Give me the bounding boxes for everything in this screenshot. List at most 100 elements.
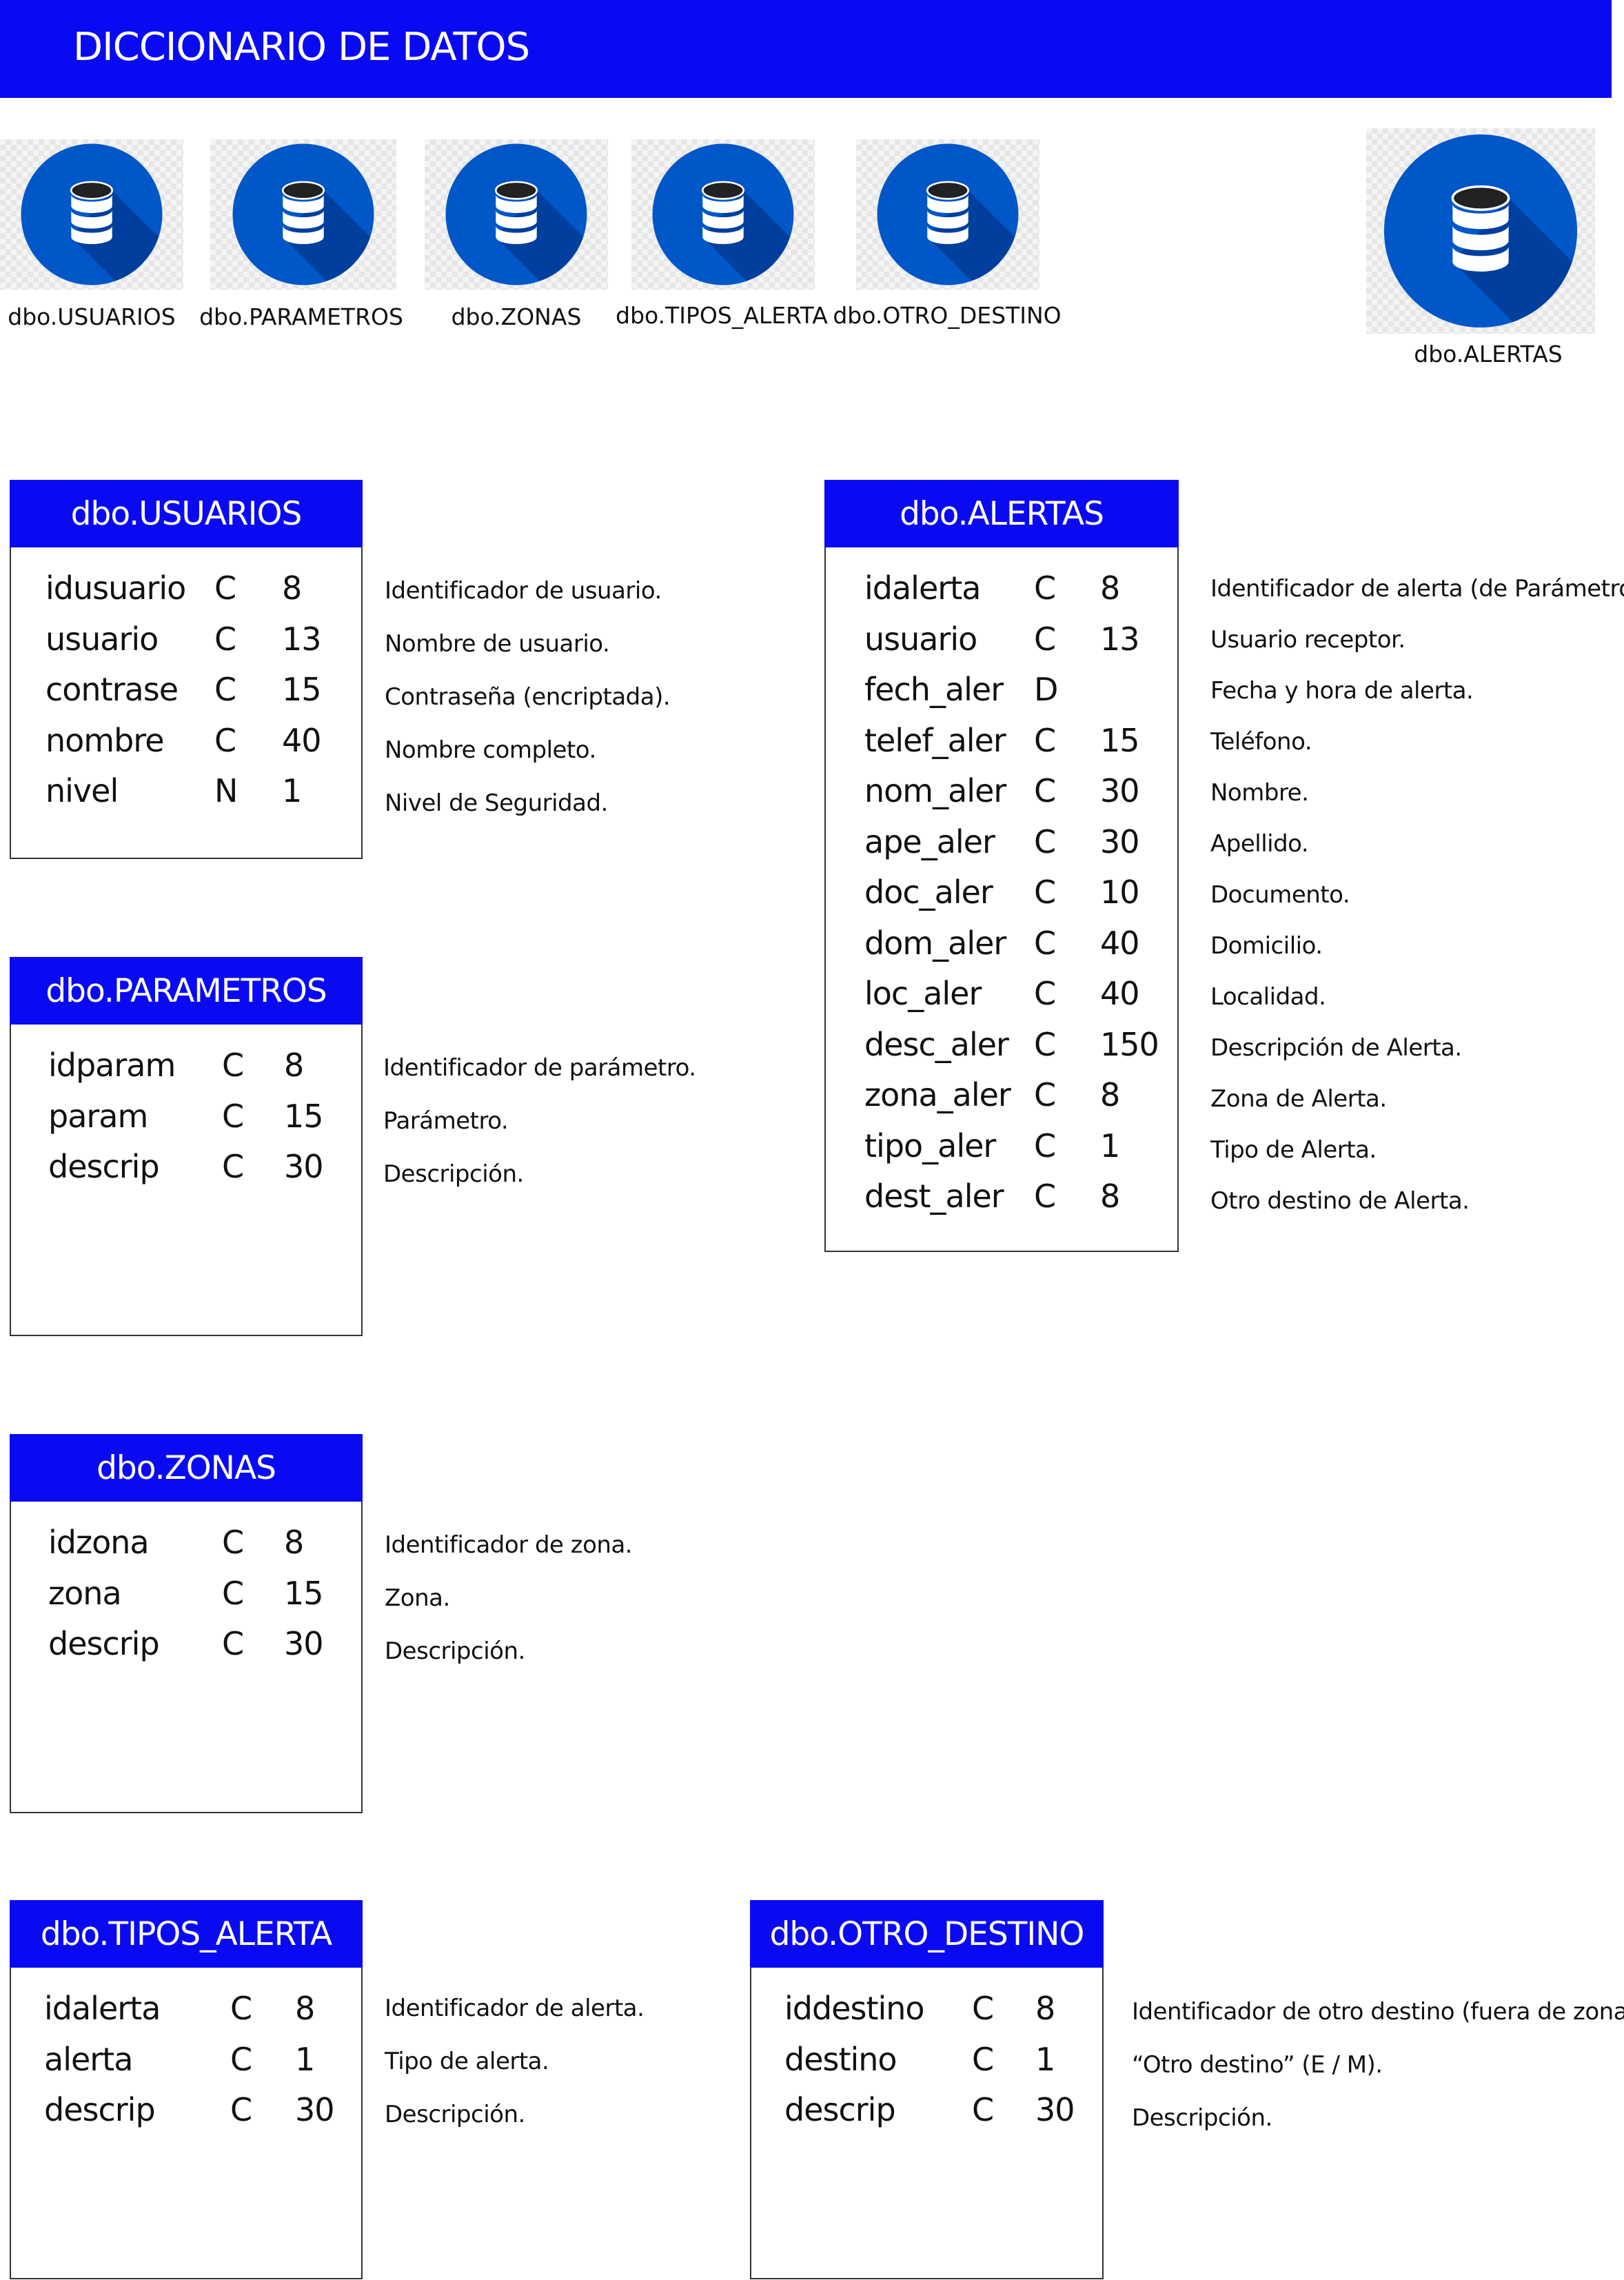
field-length: 8 [295, 1990, 315, 2027]
field-description: Usuario receptor. [1210, 626, 1405, 654]
icon-label: dbo.ALERTAS [1414, 341, 1563, 367]
field-description: Fecha y hora de alerta. [1210, 677, 1474, 705]
field-length: 40 [282, 721, 322, 759]
field-name: descrip [48, 1148, 160, 1185]
field-length: 30 [1100, 823, 1140, 860]
field-name: dest_aler [864, 1178, 1004, 1215]
field-description: Contraseña (encriptada). [385, 683, 671, 711]
field-type: C [972, 2091, 994, 2128]
field-description: Tipo de Alerta. [1210, 1136, 1377, 1164]
table-title: dbo.ZONAS [10, 1434, 363, 1502]
field-type: N [214, 772, 238, 809]
field-length: 8 [284, 1047, 304, 1084]
field-name: desc_aler [864, 1025, 1009, 1063]
field-type: D [1034, 671, 1058, 708]
field-description: Domicilio. [1210, 932, 1323, 960]
table-title: dbo.ALERTAS [824, 480, 1179, 547]
field-description: Identificador de zona. [385, 1531, 633, 1559]
field-name: alerta [44, 2040, 133, 2078]
field-name: descrip [784, 2091, 896, 2128]
field-length: 30 [284, 1625, 324, 1662]
field-type: C [222, 1574, 244, 1612]
field-length: 10 [1100, 874, 1140, 911]
field-name: loc_aler [864, 975, 982, 1012]
field-name: usuario [45, 620, 159, 658]
field-name: zona [48, 1574, 122, 1612]
field-length: 15 [284, 1574, 324, 1612]
field-type: C [222, 1625, 244, 1662]
field-name: idzona [48, 1524, 150, 1561]
field-length: 1 [282, 772, 302, 809]
field-description: Teléfono. [1210, 728, 1312, 756]
field-type: C [222, 1047, 244, 1084]
field-length: 1 [295, 2040, 315, 2078]
icon-tile-usuarios [0, 139, 183, 290]
table-title: dbo.PARAMETROS [10, 957, 363, 1025]
table-title: dbo.USUARIOS [10, 480, 363, 547]
icon-tile-tipos-alerta [631, 139, 815, 290]
field-description: Identificador de alerta (de Parámetros) [1210, 575, 1624, 603]
field-type: C [230, 1990, 252, 2027]
field-length: 13 [282, 620, 322, 658]
field-description: Descripción de Alerta. [1210, 1034, 1462, 1062]
field-description: Apellido. [1210, 830, 1309, 858]
icon-label: dbo.ZONAS [451, 303, 582, 330]
field-length: 13 [1100, 620, 1140, 658]
field-description: Nombre completo. [385, 736, 596, 764]
field-length: 150 [1100, 1025, 1159, 1063]
database-icon [232, 143, 374, 285]
database-icon [1383, 134, 1578, 328]
field-type: C [1034, 1127, 1056, 1164]
field-name: contrase [45, 671, 179, 708]
field-length: 40 [1100, 975, 1140, 1012]
table-title: dbo.TIPOS_ALERTA [10, 1900, 363, 1968]
field-description: Nombre. [1210, 779, 1309, 807]
field-type: C [214, 620, 236, 658]
field-name: destino [784, 2040, 897, 2078]
field-name: ape_aler [864, 823, 995, 860]
field-description: Descripción. [383, 1160, 524, 1188]
database-icon [21, 143, 163, 285]
field-name: descrip [44, 2091, 156, 2128]
database-icon [652, 143, 794, 285]
field-length: 15 [284, 1097, 324, 1135]
field-name: usuario [864, 620, 977, 658]
field-length: 8 [1100, 1076, 1120, 1113]
icon-label: dbo.USUARIOS [8, 303, 176, 330]
field-description: Identificador de usuario. [385, 577, 662, 605]
field-type: C [1034, 1178, 1056, 1215]
field-description: Zona. [385, 1584, 450, 1612]
field-type: C [222, 1097, 244, 1135]
field-length: 1 [1035, 2040, 1055, 2078]
field-type: C [222, 1148, 244, 1185]
field-description: “Otro destino” (E / M). [1132, 2051, 1383, 2079]
field-type: C [230, 2091, 252, 2128]
field-name: idalerta [44, 1990, 161, 2027]
field-description: Identificador de parámetro. [383, 1054, 696, 1082]
field-name: descrip [48, 1625, 160, 1662]
field-row: idalerta C 8 [11, 1990, 361, 2040]
field-type: C [214, 721, 236, 759]
field-description: Descripción. [385, 2101, 525, 2128]
field-length: 8 [282, 569, 302, 607]
field-type: C [1034, 620, 1056, 658]
